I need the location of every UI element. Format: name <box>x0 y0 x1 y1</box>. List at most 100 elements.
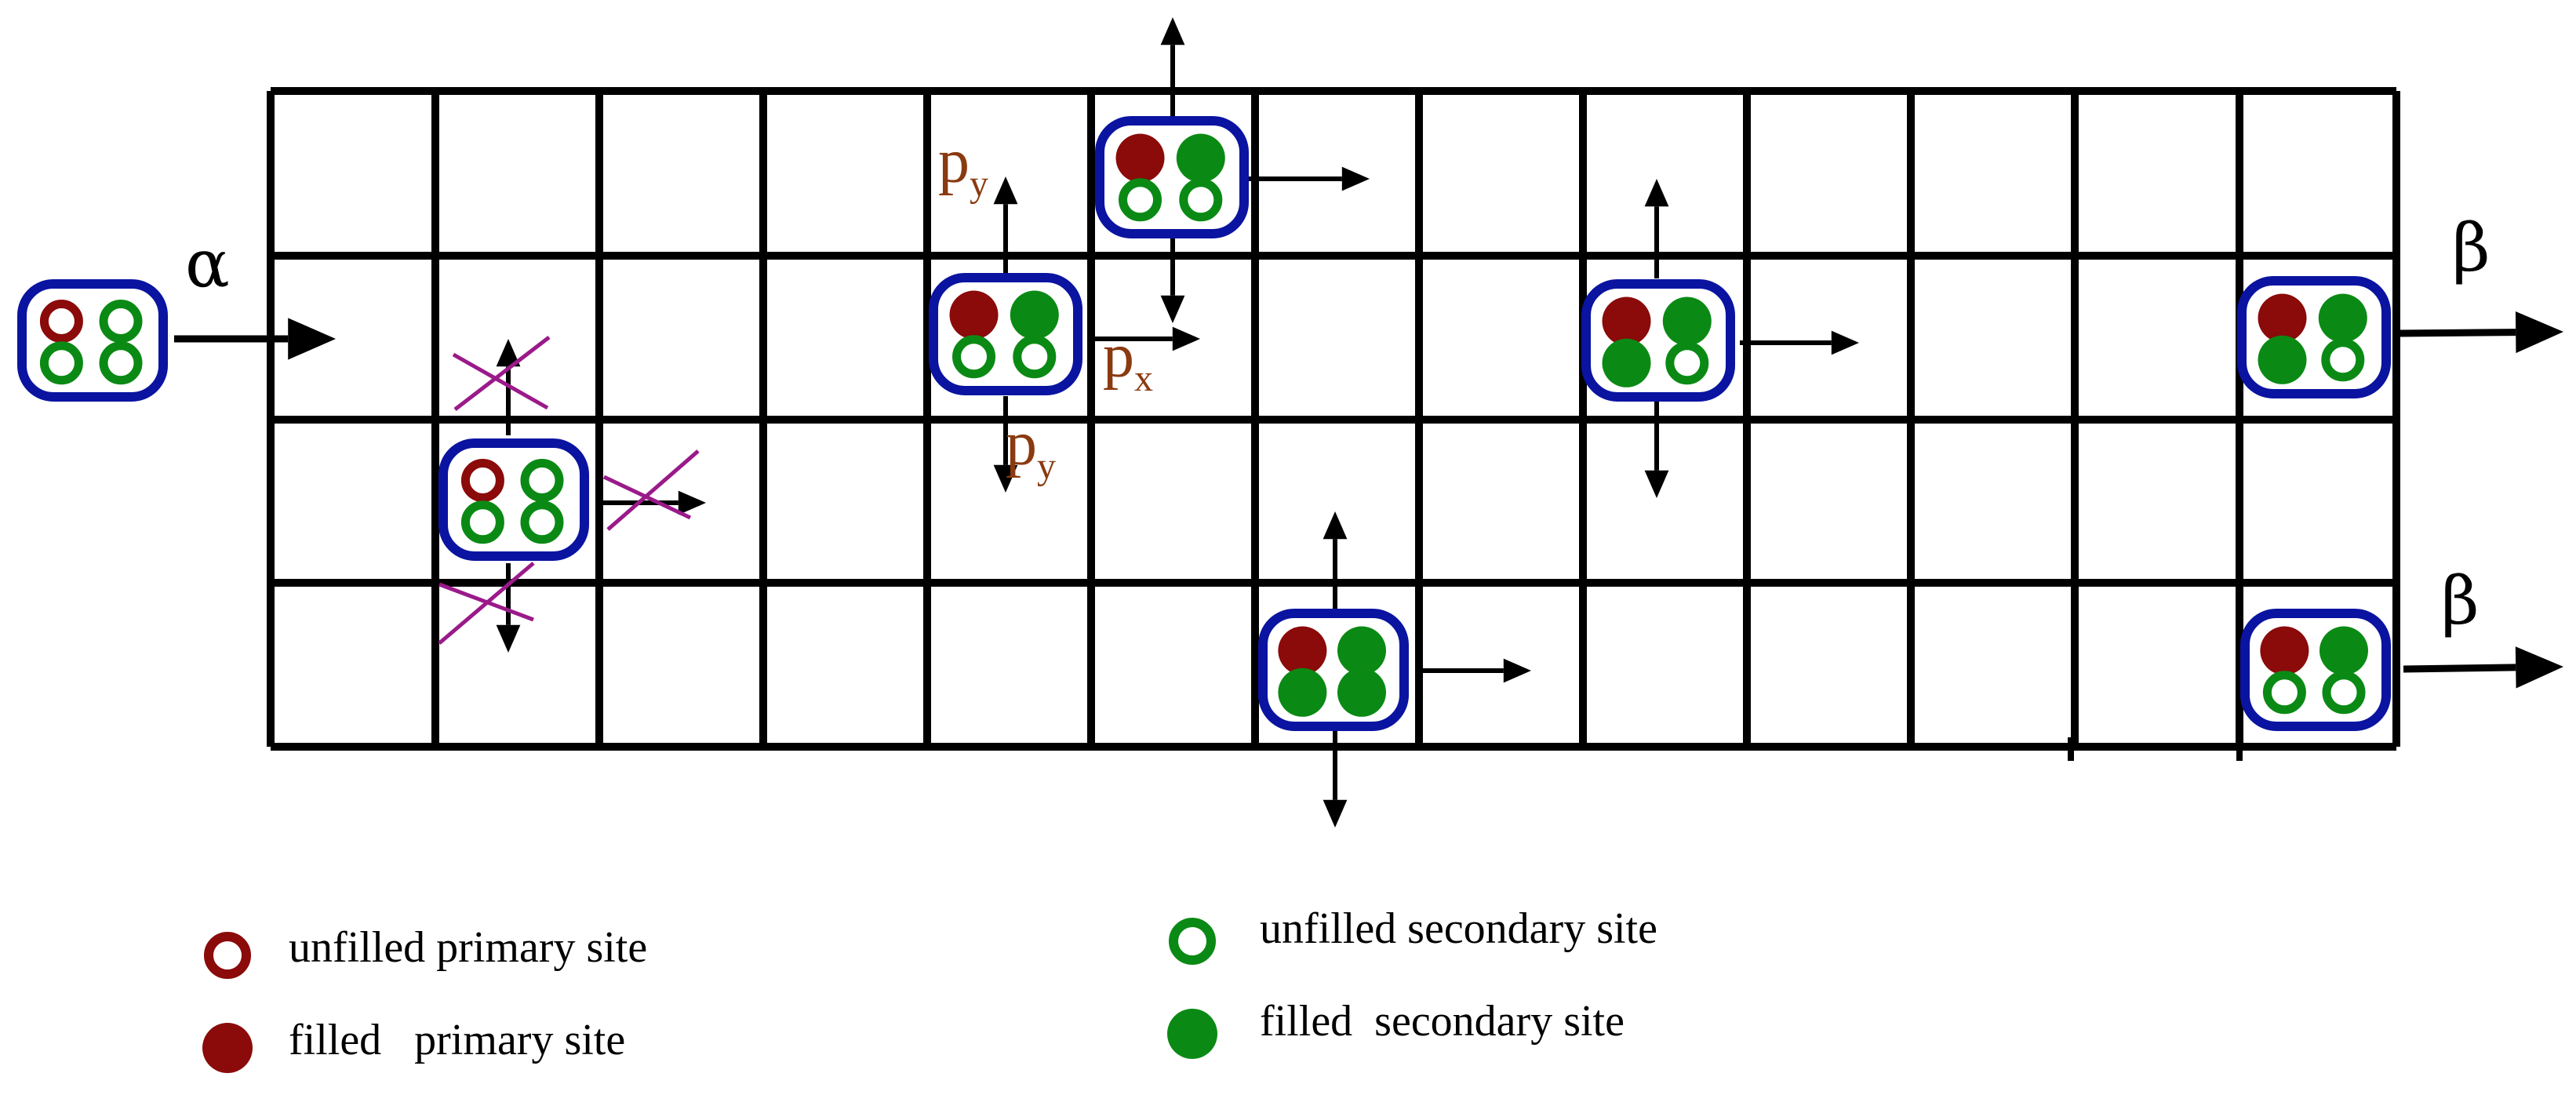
unfilled-secondary-site <box>460 500 504 544</box>
blocked-move-crosses <box>438 336 700 645</box>
legend-unfilled-primary-text: unfilled primary site <box>289 923 647 972</box>
unfilled-secondary-site <box>952 335 996 379</box>
unfilled-secondary-site <box>2262 671 2306 715</box>
filled-primary-site <box>2258 293 2307 343</box>
beta-exit-arrow-upper <box>2400 311 2563 354</box>
filled-primary-site <box>1278 626 1327 675</box>
arrow-head <box>288 318 336 360</box>
blocked-cross <box>438 562 535 645</box>
particle-border <box>438 438 589 561</box>
unfilled-secondary-site <box>39 341 83 385</box>
filled-secondary-site <box>1176 133 1225 183</box>
unfilled-primary-icon <box>204 932 251 979</box>
arrow-head <box>1323 799 1348 828</box>
filled-primary-site <box>2260 626 2309 675</box>
unfilled-secondary-site <box>1179 178 1223 222</box>
px-label: px <box>1103 322 1153 399</box>
legend-unfilled-secondary-text: unfilled secondary site <box>1260 904 1657 953</box>
alpha-entry-arrow <box>174 318 336 360</box>
hop-up-arrow <box>1160 17 1185 118</box>
filled-secondary-site <box>2258 335 2307 384</box>
filled-secondary-icon <box>1167 1009 1217 1059</box>
arrow-head <box>2515 646 2563 689</box>
blocked-hop-up-arrow <box>496 339 521 435</box>
legend-filled-primary-text: filled primary site <box>289 1016 625 1064</box>
hop-down-arrow <box>993 396 1018 493</box>
arrow-head <box>1644 470 1669 498</box>
filled-secondary-site <box>1337 668 1386 717</box>
hop-down-arrow <box>1644 400 1669 498</box>
arrow-head <box>1172 326 1200 351</box>
arrow-head <box>2515 311 2563 354</box>
arrow-head <box>993 176 1018 205</box>
hop-right-arrow <box>1418 658 1531 683</box>
particle <box>929 273 1082 395</box>
unfilled-secondary-site <box>1119 178 1162 222</box>
blocked-cross <box>602 449 700 531</box>
unfilled-primary-site <box>460 459 504 503</box>
arrow-head <box>1644 179 1669 207</box>
unfilled-secondary-site <box>2322 671 2366 715</box>
hop-right-arrow <box>1740 330 1859 355</box>
arrow-head <box>1160 295 1185 323</box>
unfilled-secondary-site <box>1013 335 1057 379</box>
unfilled-secondary-site <box>1665 341 1709 385</box>
beta-label-upper: β <box>2452 209 2490 286</box>
arrow-head <box>1503 658 1531 683</box>
filled-secondary-site <box>2319 626 2368 675</box>
filled-secondary-site <box>1010 290 1059 340</box>
particle-border <box>2240 609 2391 731</box>
particle-border <box>929 273 1082 395</box>
legend-filled-secondary: filled secondary site <box>1167 997 1625 1059</box>
particle <box>1095 116 1249 238</box>
particle <box>1581 279 1735 402</box>
legend-unfilled-secondary: unfilled secondary site <box>1169 904 1657 965</box>
legend: unfilled primary site filled primary sit… <box>202 904 1657 1073</box>
arrow-head <box>496 339 521 367</box>
py-label-lower: py <box>1006 409 1056 487</box>
particle-border <box>1258 609 1409 731</box>
beta-label-lower: β <box>2441 562 2480 639</box>
particle <box>1258 609 1409 731</box>
hop-right-arrow <box>1087 326 1200 351</box>
unfilled-primary-site <box>39 300 83 344</box>
hop-up-arrow <box>1644 179 1669 278</box>
hop-right-arrow <box>1246 166 1370 191</box>
particle-border <box>1581 279 1735 402</box>
cross-stroke <box>453 336 551 411</box>
filled-secondary-site <box>1337 626 1386 675</box>
particle <box>17 279 168 402</box>
particle-border <box>1095 116 1249 238</box>
filled-secondary-site <box>1278 668 1327 717</box>
particle <box>2240 609 2391 731</box>
unfilled-secondary-site <box>520 459 564 503</box>
hop-down-arrow <box>1160 235 1185 323</box>
filled-primary-icon <box>202 1023 253 1073</box>
legend-filled-primary: filled primary site <box>202 1016 625 1073</box>
cross-stroke <box>606 449 700 531</box>
blocked-hop-down-arrow <box>496 563 521 653</box>
legend-unfilled-primary: unfilled primary site <box>204 923 647 979</box>
particle <box>2237 276 2391 398</box>
filled-secondary-site <box>1602 338 1651 387</box>
arrow-head <box>496 624 521 653</box>
unfilled-secondary-site <box>520 500 564 544</box>
beta-exit-arrow-lower <box>2403 646 2563 689</box>
particle-border <box>17 279 168 402</box>
particle <box>438 438 589 561</box>
arrow-head <box>1323 511 1348 540</box>
particle-border <box>2237 276 2391 398</box>
filled-primary-site <box>1115 133 1165 183</box>
hop-up-arrow <box>993 176 1018 278</box>
cross-stroke <box>452 352 549 410</box>
hop-up-arrow <box>1323 511 1348 610</box>
filled-secondary-site <box>2318 293 2367 343</box>
legend-filled-secondary-text: filled secondary site <box>1260 997 1625 1046</box>
arrow-shaft <box>2403 664 2516 673</box>
arrow-head <box>1341 166 1370 191</box>
cross-stroke <box>438 562 535 645</box>
alpha-label: α <box>185 225 230 302</box>
filled-primary-site <box>949 290 999 340</box>
particles <box>17 116 2391 731</box>
